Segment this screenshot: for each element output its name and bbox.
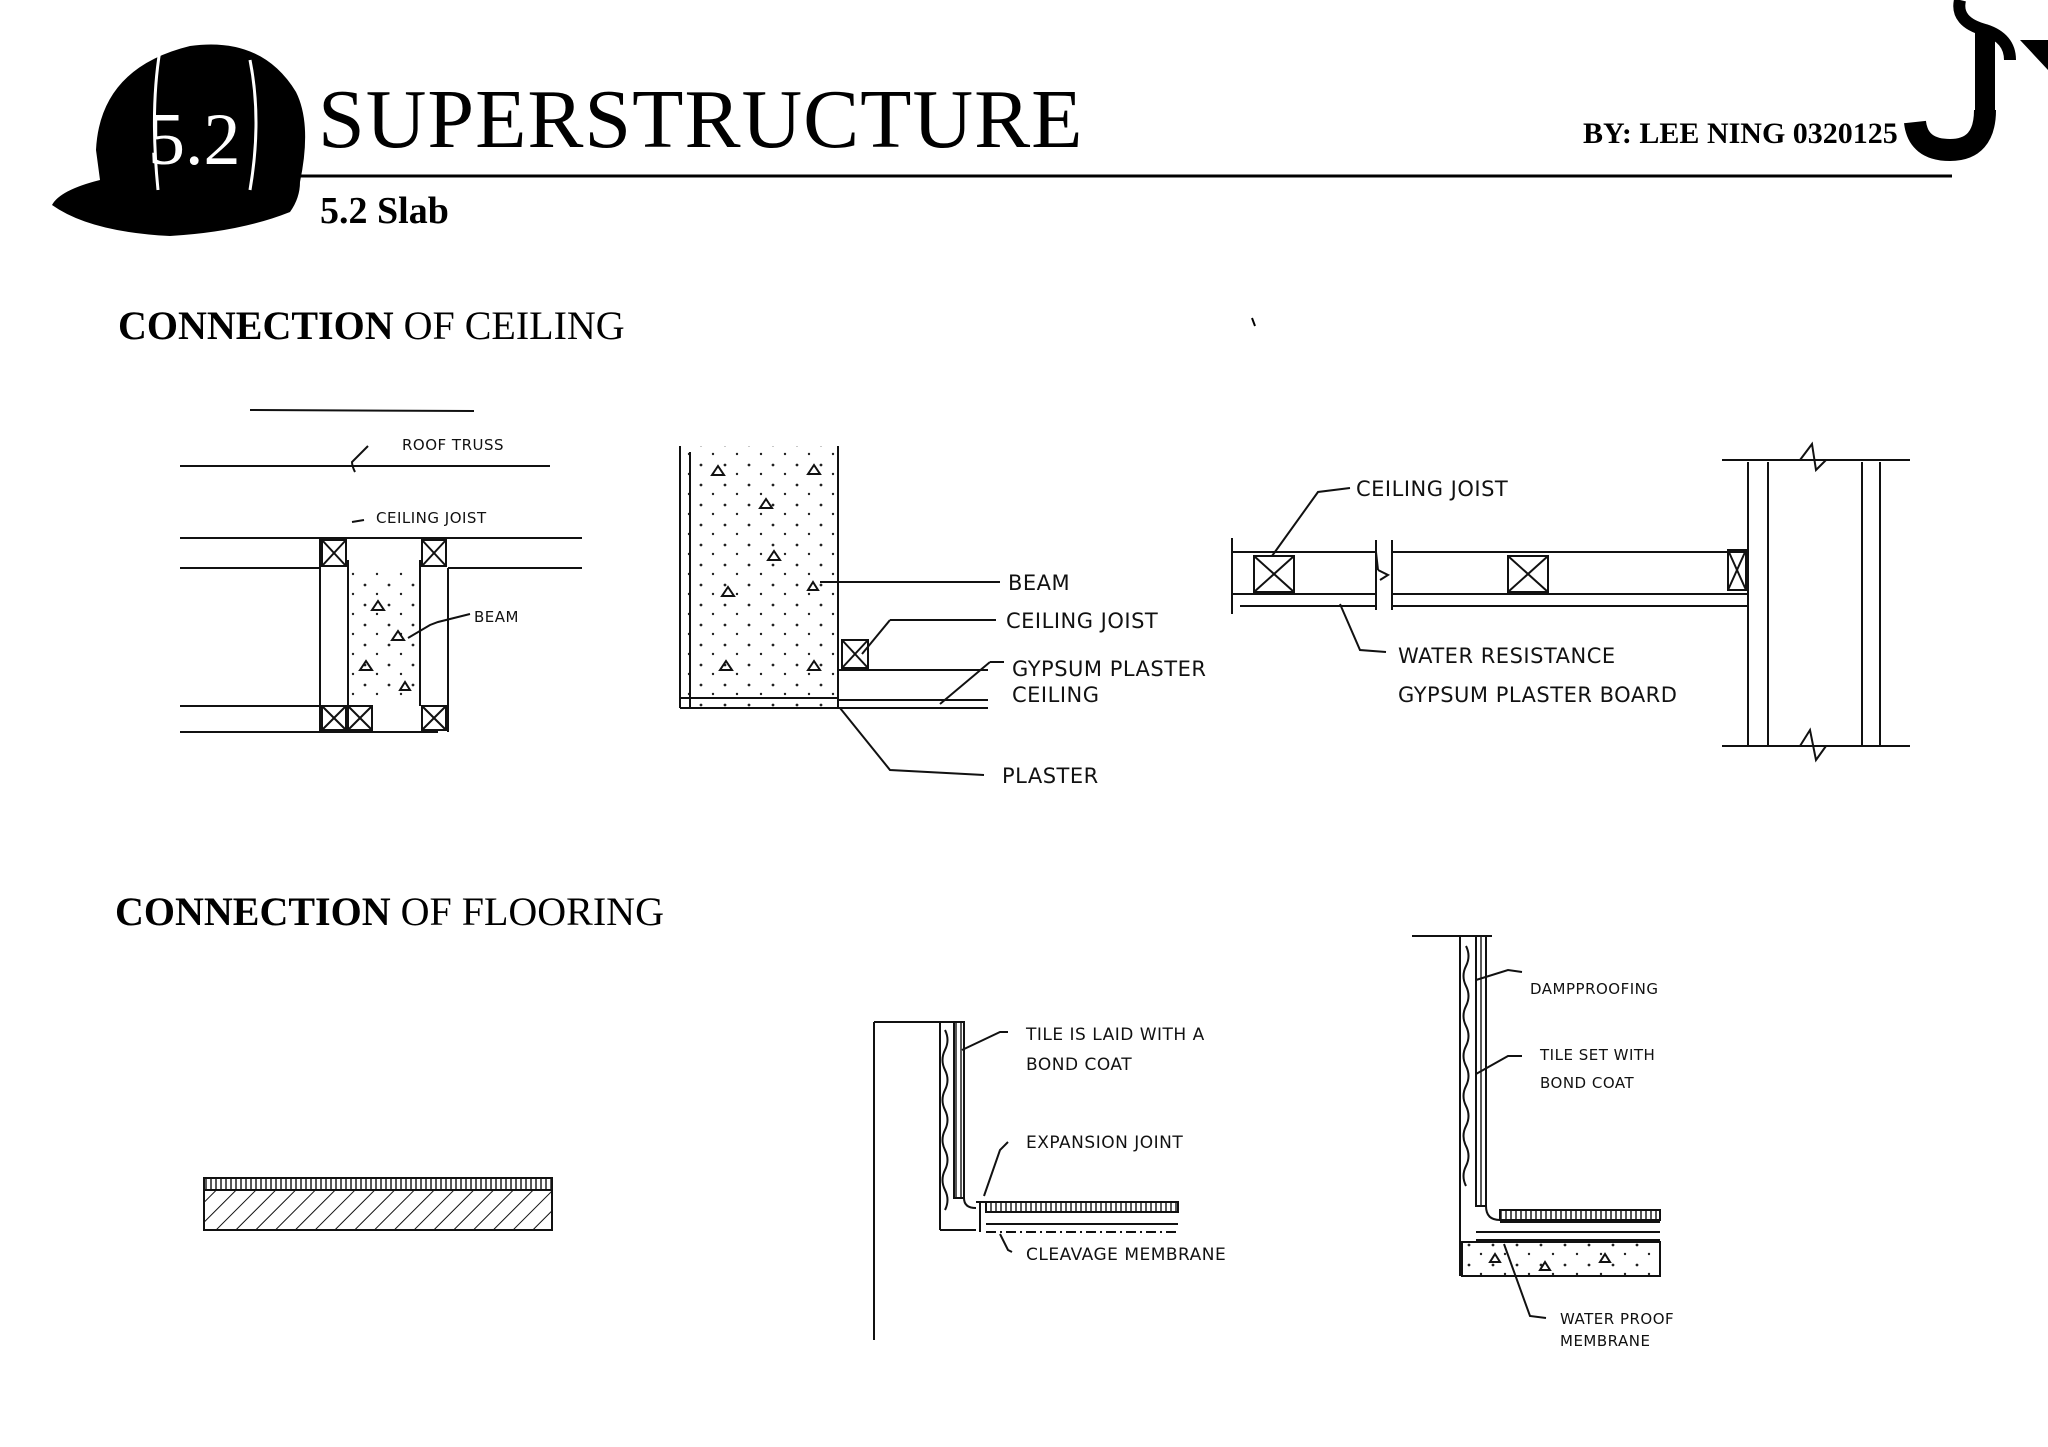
label-bond-coat-2: BOND COAT (1540, 1074, 1634, 1092)
crane-hook-icon (1904, 0, 2048, 162)
label-tile-laid: TILE IS LAID WITH A (1025, 1025, 1205, 1045)
author-credit: BY: LEE NING 0320125 (1583, 117, 1898, 150)
label-membrane: MEMBRANE (1560, 1332, 1650, 1350)
label-plaster: PLASTER (1002, 764, 1099, 788)
label-beam-1: BEAM (474, 608, 519, 626)
label-beam-2: BEAM (1008, 571, 1070, 595)
flooring-detail-1 (203, 1177, 553, 1231)
label-water-proof: WATER PROOF (1560, 1310, 1674, 1328)
page-title: SUPERSTRUCTURE (318, 73, 1084, 166)
section-title-flooring: CONNECTION OF FLOORING (115, 892, 664, 932)
ceiling-detail-2 (679, 446, 1004, 776)
flooring-detail-2 (873, 1021, 1179, 1340)
flooring-detail-3 (1412, 935, 1661, 1319)
label-bond-coat-1: BOND COAT (1026, 1055, 1132, 1075)
label-ceiling: CEILING (1012, 683, 1100, 707)
label-ceiling-joist-1: CEILING JOIST (376, 509, 487, 527)
ceiling-detail-3 (1231, 441, 1910, 763)
label-ceiling-joist-2: CEILING JOIST (1006, 609, 1158, 633)
ceiling-detail-1 (180, 409, 582, 733)
section-title-ceiling-rest: OF CEILING (393, 303, 625, 348)
label-expansion-joint: EXPANSION JOINT (1026, 1133, 1183, 1153)
section-title-ceiling: CONNECTION OF CEILING (118, 306, 625, 346)
hard-hat-icon (52, 44, 306, 236)
page-subtitle: 5.2 Slab (320, 190, 449, 232)
section-number: 5.2 (148, 99, 241, 181)
label-gypsum-plaster: GYPSUM PLASTER (1012, 657, 1206, 681)
label-dampproofing: DAMPPROOFING (1530, 980, 1659, 998)
section-title-flooring-bold: CONNECTION (115, 889, 391, 934)
section-title-ceiling-bold: CONNECTION (118, 303, 394, 348)
label-tile-set-with: TILE SET WITH (1539, 1046, 1655, 1064)
label-ceiling-joist-3: CEILING JOIST (1356, 477, 1508, 501)
label-cleavage-membrane: CLEAVAGE MEMBRANE (1026, 1245, 1226, 1265)
label-gypsum-plaster-board: GYPSUM PLASTER BOARD (1398, 683, 1677, 707)
label-water-resistance: WATER RESISTANCE (1398, 644, 1616, 668)
label-roof-truss: ROOF TRUSS (402, 436, 504, 454)
section-title-flooring-rest: OF FLOORING (390, 889, 664, 934)
